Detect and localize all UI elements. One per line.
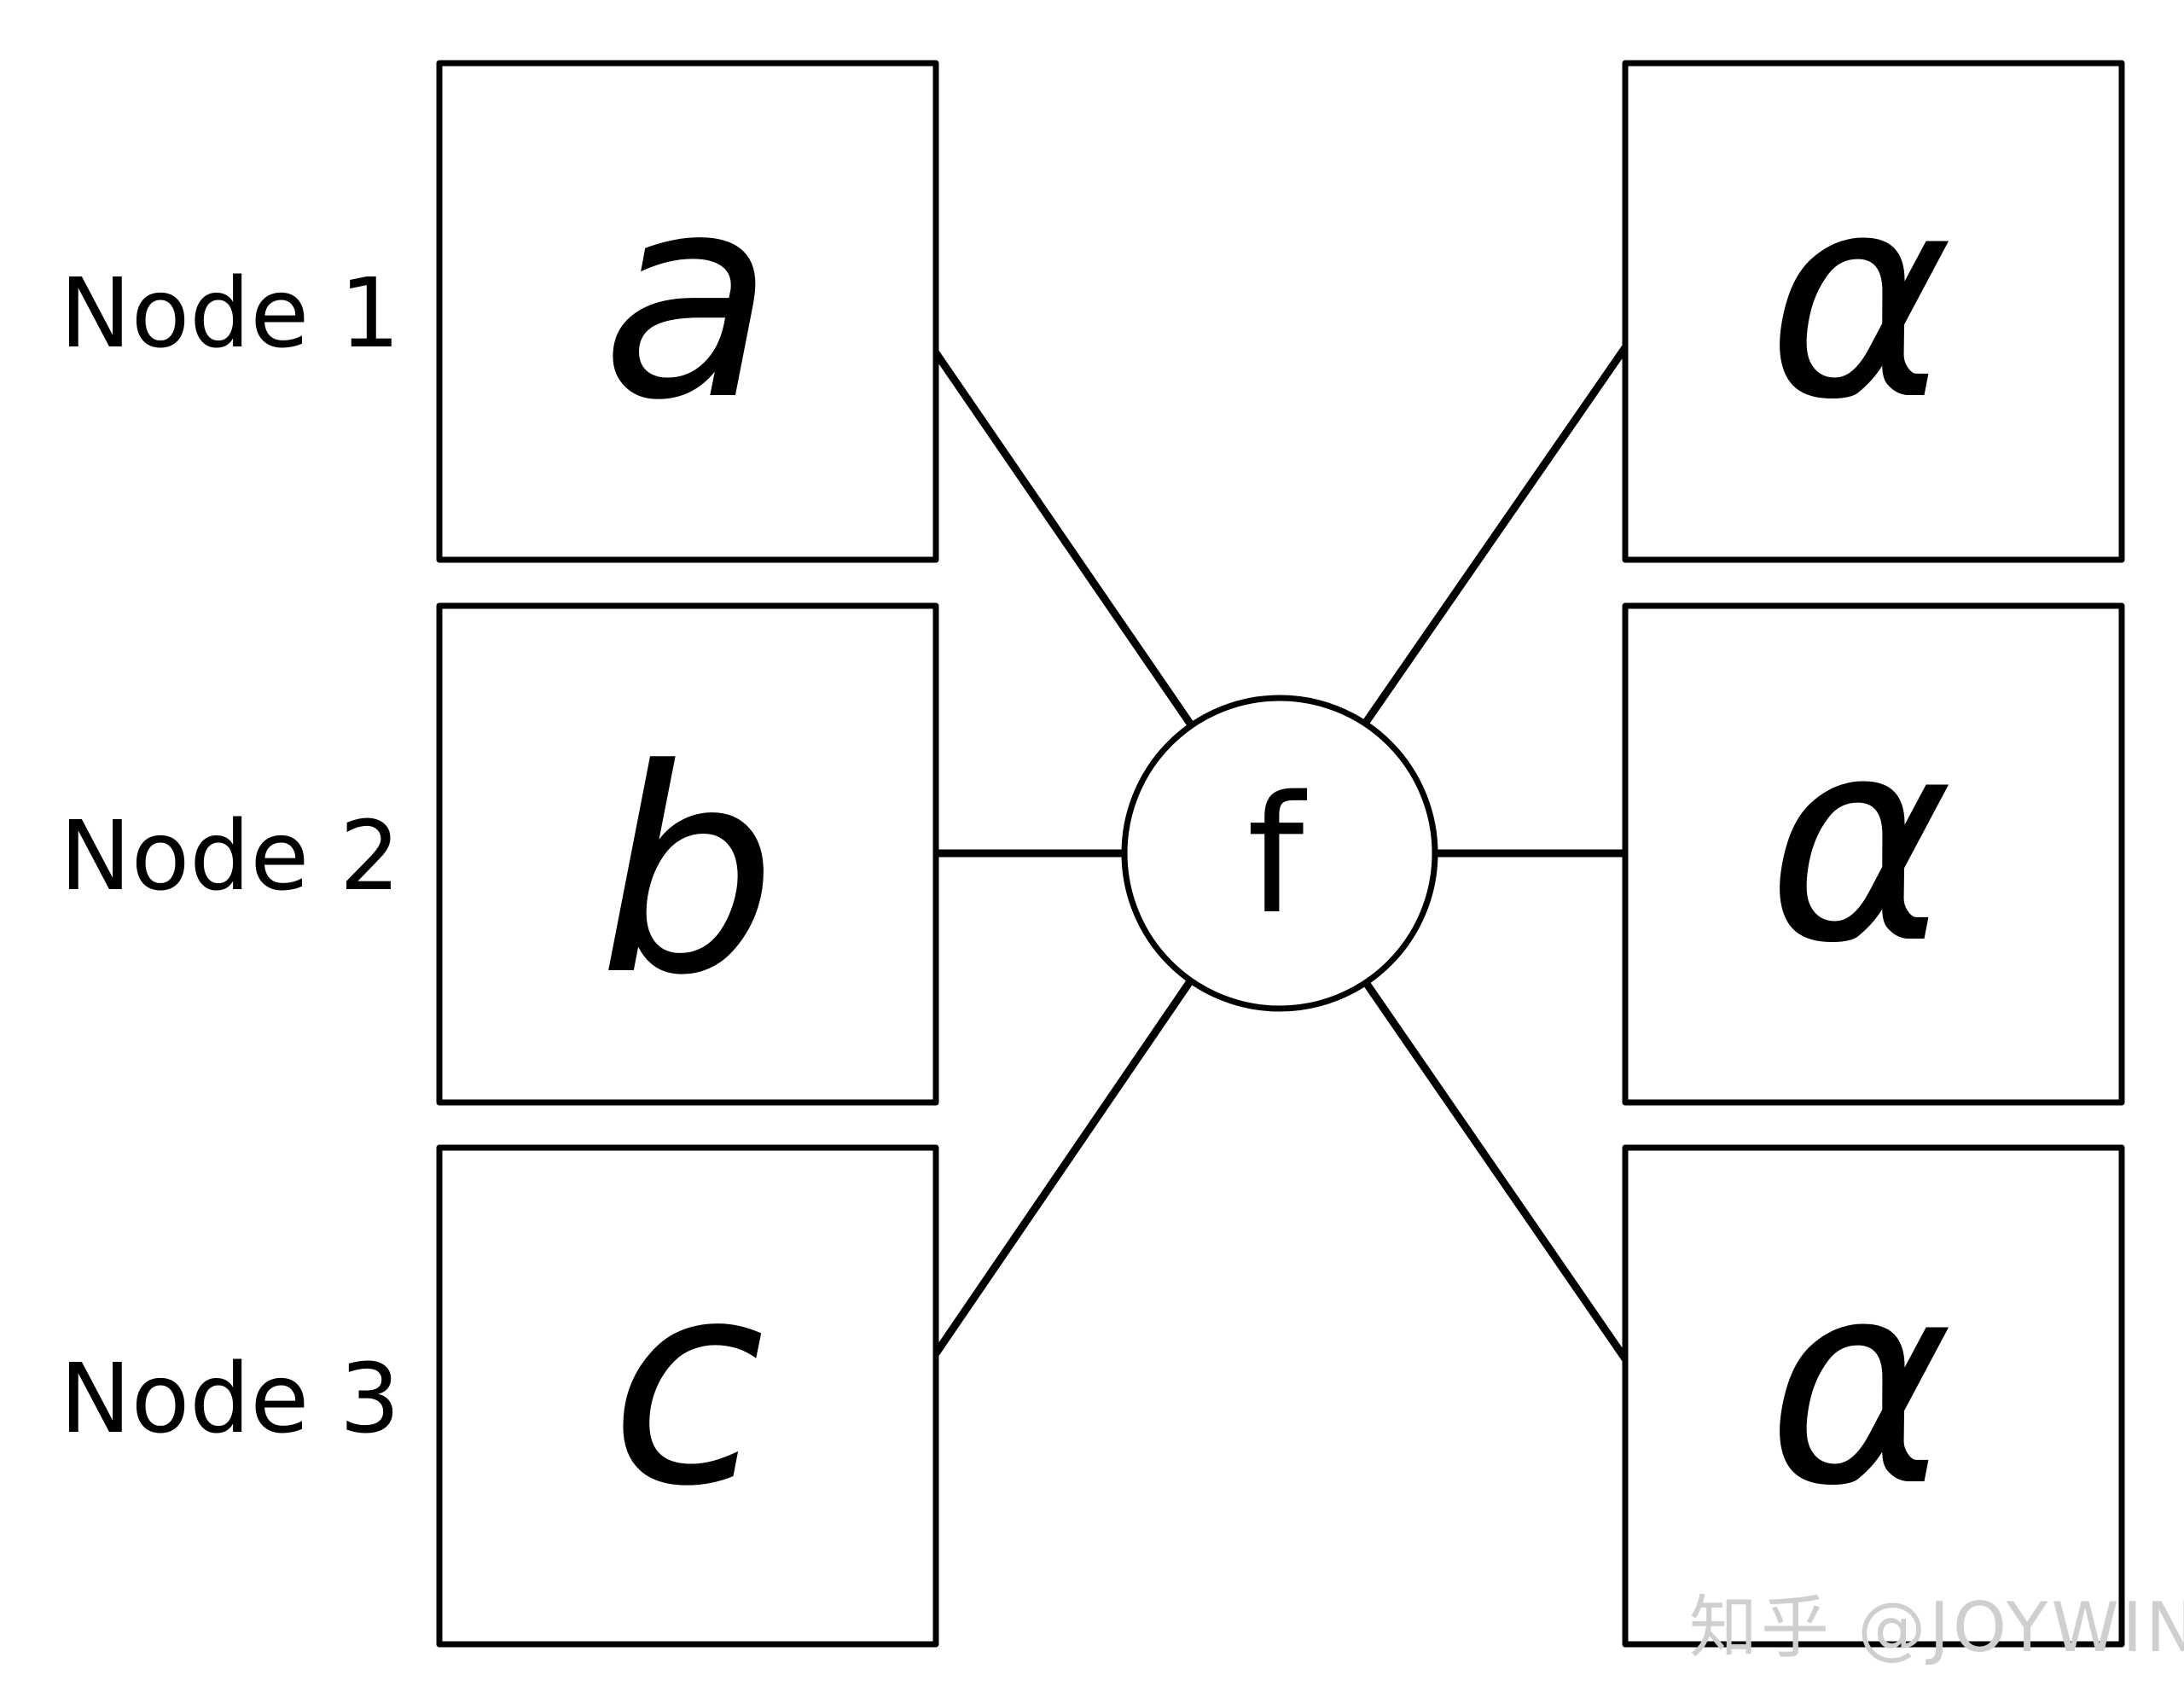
right-var-alpha-3: α xyxy=(1767,1220,1953,1548)
factor-node: f xyxy=(1121,695,1438,1012)
edge-f-to-alpha-1 xyxy=(1361,306,1655,728)
right-var-alpha-2: α xyxy=(1767,678,1953,1005)
left-var-b: b xyxy=(598,709,776,1037)
right-box-3 xyxy=(1622,1144,2125,1648)
row-label-node-1: Node 1 xyxy=(60,259,400,369)
right-variable-boxes: α α α xyxy=(1622,60,2125,1648)
edge-c-to-f xyxy=(903,977,1194,1400)
left-box-3 xyxy=(436,1144,939,1648)
edges xyxy=(903,306,1655,1400)
left-var-a: a xyxy=(601,134,774,462)
watermark: 知乎 @JOYWIN xyxy=(1689,1588,2184,1667)
row-labels: Node 1 Node 2 Node 3 xyxy=(60,259,400,1455)
row-label-node-2: Node 2 xyxy=(60,801,400,912)
factor-node-label: f xyxy=(1247,761,1308,950)
left-var-c: c xyxy=(610,1220,764,1548)
factor-node-circle xyxy=(1121,695,1438,1012)
right-box-1 xyxy=(1622,60,2125,563)
left-box-2 xyxy=(436,602,939,1106)
edge-f-to-alpha-3 xyxy=(1361,977,1655,1400)
row-label-node-3: Node 3 xyxy=(60,1344,400,1455)
edge-a-to-f xyxy=(903,306,1194,728)
left-box-1 xyxy=(436,60,939,563)
right-var-alpha-1: α xyxy=(1767,134,1953,462)
right-box-2 xyxy=(1622,602,2125,1106)
left-variable-boxes: a b c xyxy=(436,60,939,1648)
